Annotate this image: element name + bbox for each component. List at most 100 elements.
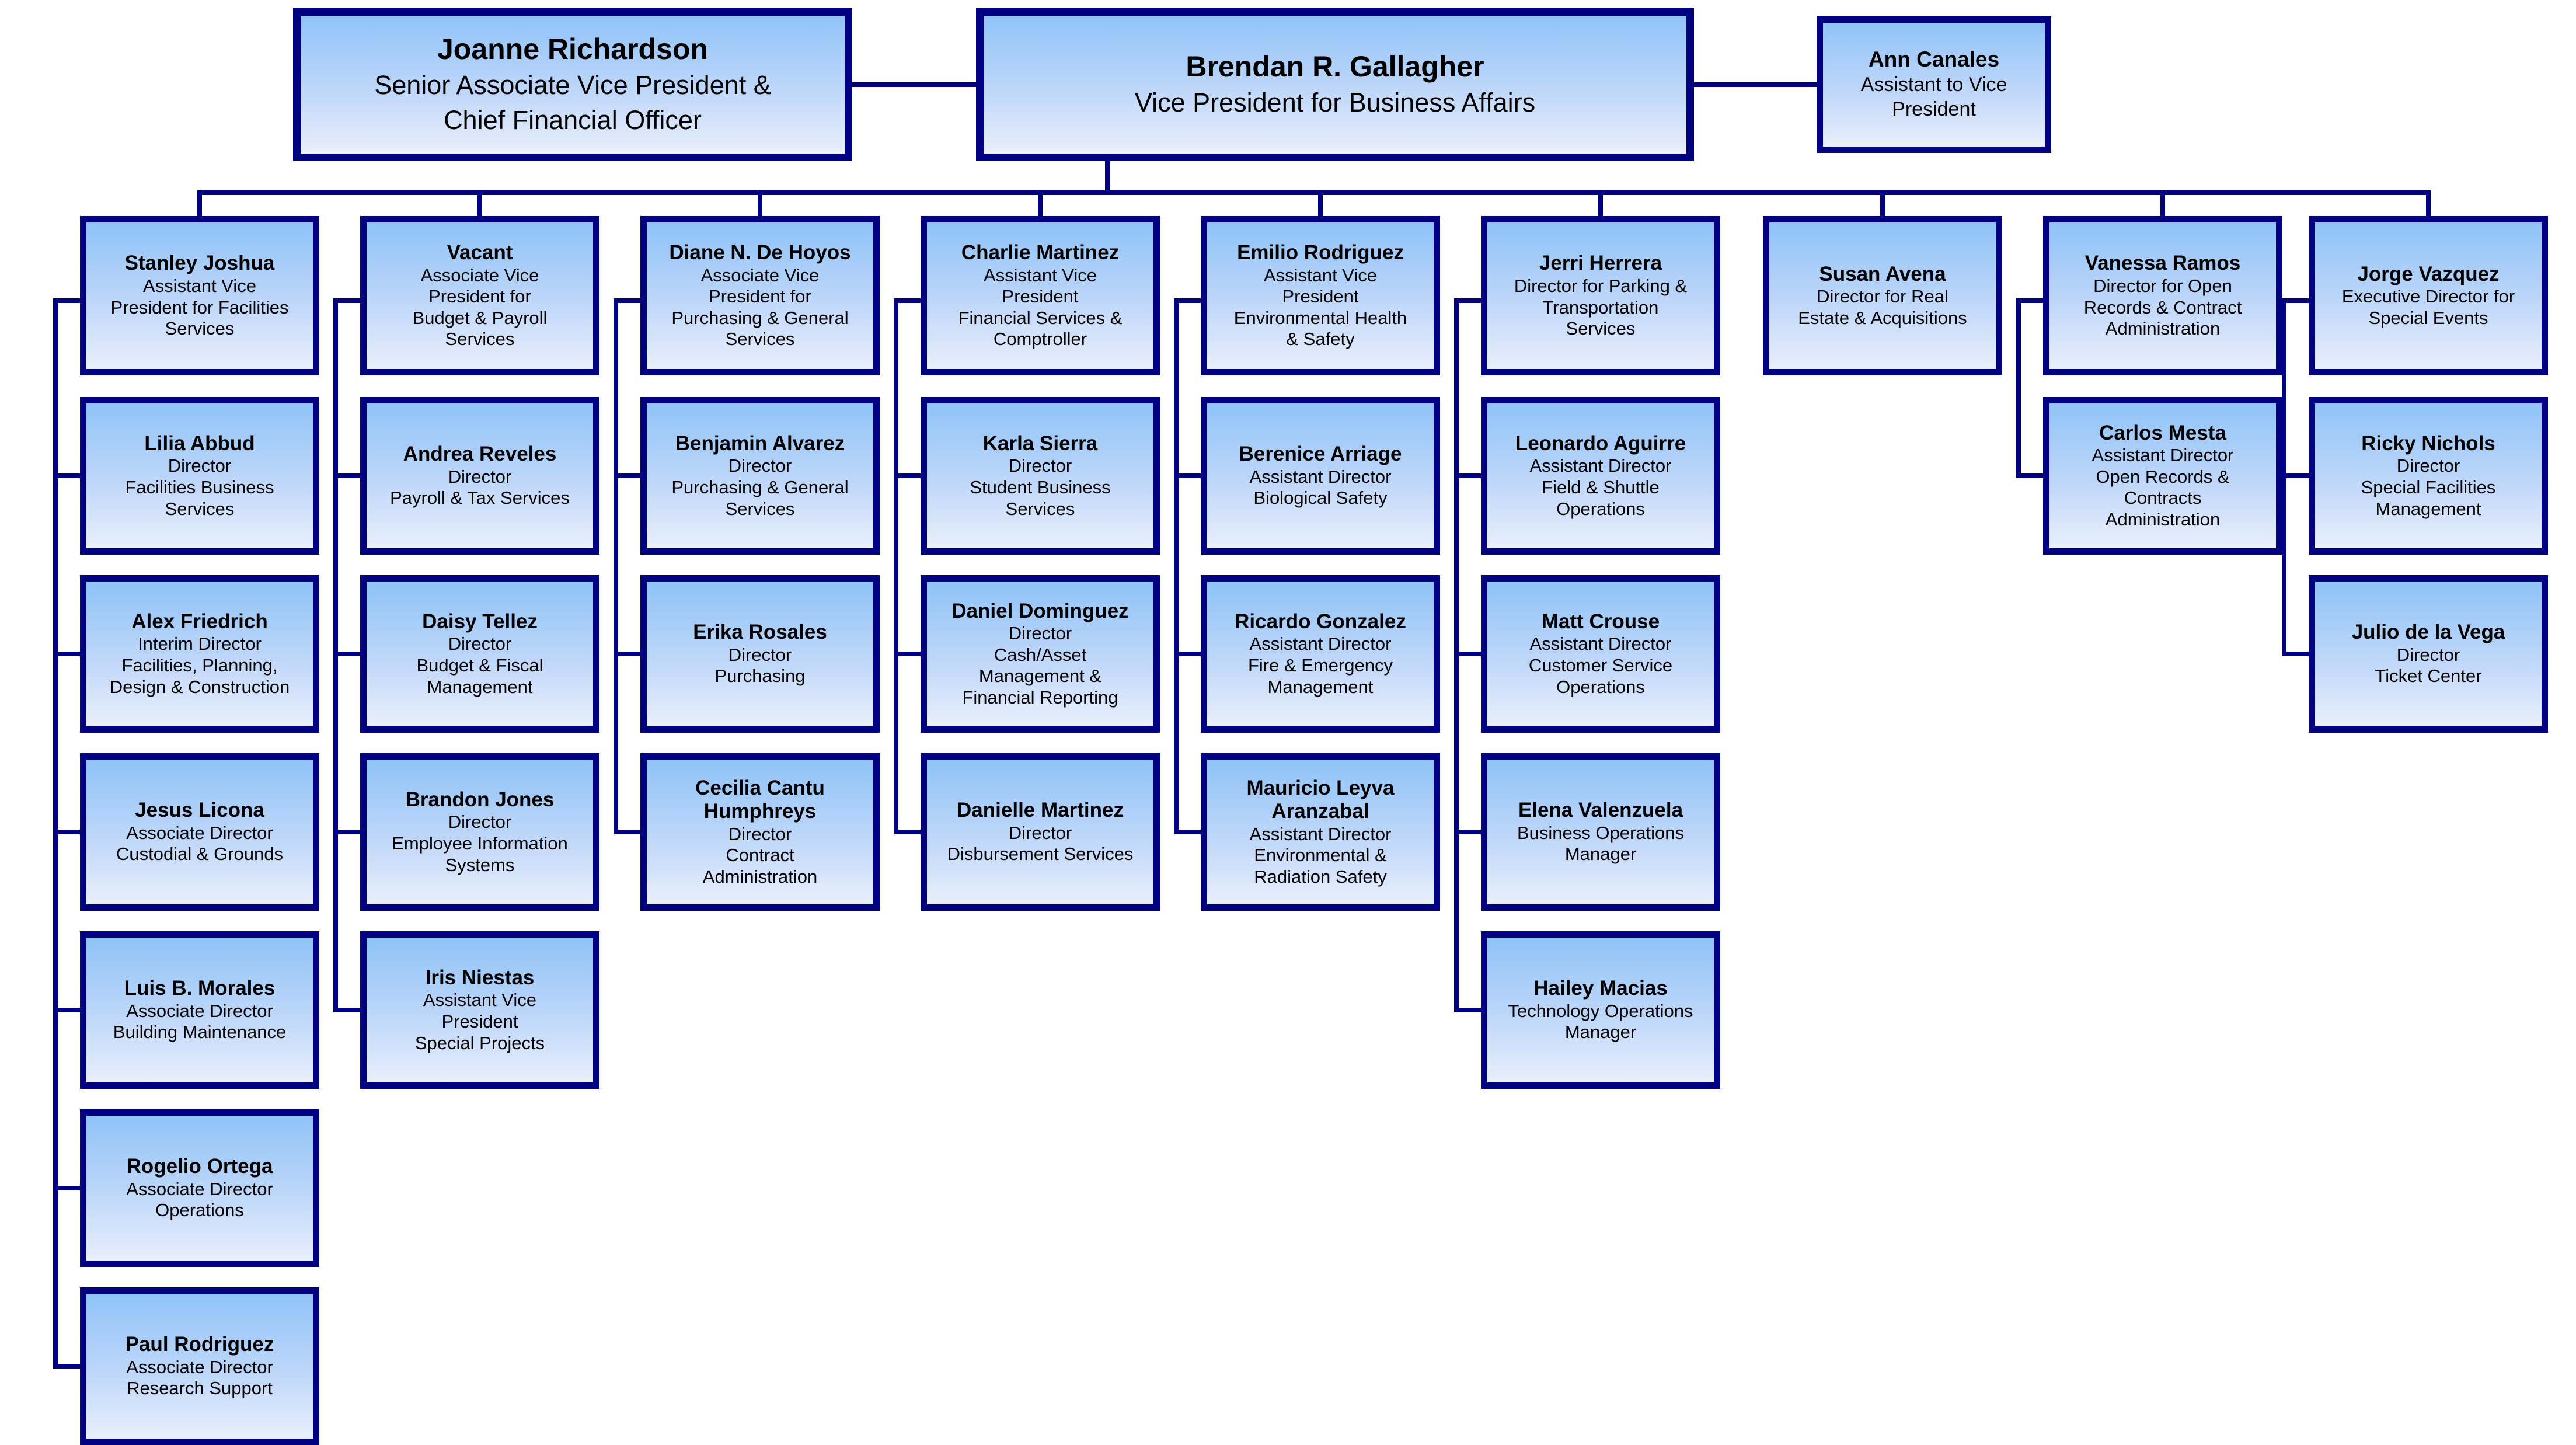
connector-line [1598, 190, 1603, 218]
person-name: Mauricio Leyva Aranzabal [1246, 776, 1395, 823]
org-box-ricky-nichols: Ricky Nichols Director Special Facilitie… [2309, 397, 2548, 555]
person-name: Iris Niestas [425, 966, 535, 989]
connector-line [336, 473, 360, 478]
person-title: Executive Director for Special Events [2341, 286, 2515, 328]
connector-line [55, 1008, 80, 1012]
person-title: Director Employee Information Systems [392, 812, 568, 875]
org-box-emilio-rodriguez: Emilio Rodriguez Assistant Vice Presiden… [1201, 216, 1440, 375]
connector-line [197, 190, 2431, 195]
org-box-danielle-martinez: Danielle Martinez Director Disbursement … [921, 753, 1160, 911]
person-title: Director Purchasing [714, 644, 806, 687]
org-box-charlie-martinez: Charlie Martinez Assistant Vice Presiden… [921, 216, 1160, 375]
connector-line [2019, 473, 2043, 478]
org-box-carlos-mesta: Carlos Mesta Assistant Director Open Rec… [2043, 397, 2282, 555]
person-name: Susan Avena [1819, 262, 1946, 285]
person-title: Director Facilities Business Services [125, 455, 274, 519]
person-title: Associate Director Operations [126, 1178, 273, 1221]
person-title: Assistant Director Field & Shuttle Opera… [1529, 455, 1672, 519]
org-box-hailey-macias: Hailey Macias Technology Operations Mana… [1481, 931, 1720, 1089]
org-box-benjamin-alvarez: Benjamin Alvarez Director Purchasing & G… [640, 397, 880, 555]
person-name: Jesus Licona [135, 799, 264, 822]
org-box-paul-rodriguez: Paul Rodriguez Associate Director Resear… [80, 1287, 319, 1445]
connector-line [55, 830, 80, 834]
person-name: Ann Canales [1868, 47, 2000, 72]
person-title: Associate Vice President for Budget & Pa… [412, 264, 548, 350]
person-name: Elena Valenzuela [1518, 799, 1683, 822]
person-title: Director for Real Estate & Acquisitions [1798, 286, 1967, 328]
connector-line [336, 1008, 360, 1012]
connector-line [758, 190, 762, 218]
org-box-jorge-vazquez: Jorge Vazquez Executive Director for Spe… [2309, 216, 2548, 375]
person-name: Charlie Martinez [961, 241, 1120, 264]
connector-line [896, 652, 921, 656]
org-box-alex-friedrich: Alex Friedrich Interim Director Faciliti… [80, 575, 319, 733]
person-title: Assistant Vice President Financial Servi… [958, 264, 1123, 350]
org-box-ann-canales: Ann Canales Assistant to Vice President [1817, 16, 2051, 153]
person-name: Cecilia Cantu Humphreys [695, 776, 825, 823]
org-box-daniel-dominguez: Daniel Dominguez Director Cash/Asset Man… [921, 575, 1160, 733]
person-title: Assistant Director Environmental & Radia… [1249, 823, 1392, 887]
org-box-rogelio-ortega: Rogelio Ortega Associate Director Operat… [80, 1109, 319, 1267]
person-title: Assistant Director Biological Safety [1249, 466, 1392, 509]
connector-line [1456, 298, 1481, 303]
person-name: Diane N. De Hoyos [669, 241, 851, 264]
connector-line [1174, 298, 1179, 834]
connector-line [1176, 830, 1201, 834]
person-name: Matt Crouse [1541, 610, 1660, 633]
person-name: Jorge Vazquez [2357, 262, 2500, 285]
connector-line [477, 190, 482, 218]
person-name: Joanne Richardson [437, 33, 708, 65]
org-box-jesus-licona: Jesus Licona Associate Director Custodia… [80, 753, 319, 911]
connector-line [1456, 652, 1481, 656]
person-title: Director Budget & Fiscal Management [416, 633, 543, 697]
person-name: Vanessa Ramos [2084, 252, 2241, 275]
person-name: Brendan R. Gallagher [1186, 50, 1484, 83]
org-box-julio-de-la-vega: Julio de la Vega Director Ticket Center [2309, 575, 2548, 733]
org-box-luis-b-morales: Luis B. Morales Associate Director Build… [80, 931, 319, 1089]
person-title: Assistant Director Fire & Emergency Mana… [1247, 633, 1393, 697]
person-name: Leonardo Aguirre [1515, 431, 1686, 455]
connector-line [614, 298, 618, 834]
connector-line [2426, 190, 2431, 218]
person-title: Director Student Business Services [970, 455, 1111, 519]
org-box-lilia-abbud: Lilia Abbud Director Facilities Business… [80, 397, 319, 555]
org-box-brandon-jones: Brandon Jones Director Employee Informat… [360, 753, 599, 911]
connector-line [1105, 159, 1110, 195]
connector-line [1880, 190, 1885, 218]
person-name: Alex Friedrich [131, 610, 268, 633]
connector-line [1038, 190, 1043, 218]
person-name: Paul Rodriguez [125, 1333, 274, 1356]
person-name: Ricardo Gonzalez [1235, 610, 1406, 633]
person-title: Interim Director Facilities, Planning, D… [109, 633, 290, 697]
org-box-karla-sierra: Karla Sierra Director Student Business S… [921, 397, 1160, 555]
connector-line [616, 652, 640, 656]
connector-line [616, 473, 640, 478]
person-title: Associate Director Research Support [126, 1356, 273, 1399]
person-name: Emilio Rodriguez [1237, 241, 1404, 264]
connector-line [616, 298, 640, 303]
connector-line [1176, 473, 1201, 478]
person-title: Assistant Director Customer Service Oper… [1528, 633, 1673, 697]
person-name: Andrea Reveles [403, 443, 557, 466]
person-name: Danielle Martinez [957, 799, 1124, 822]
connector-line [616, 830, 640, 834]
connector-line [2284, 298, 2309, 303]
connector-line [1456, 473, 1481, 478]
person-name: Benjamin Alvarez [675, 431, 845, 455]
org-box-cecilia-cantu: Cecilia Cantu Humphreys Director Contrac… [640, 753, 880, 911]
person-title: Director for Open Records & Contract Adm… [2083, 275, 2242, 339]
person-name: Luis B. Morales [124, 977, 276, 1000]
person-title: Director Ticket Center [2375, 644, 2482, 687]
person-title: Director Disbursement Services [947, 822, 1134, 865]
connector-line [2019, 298, 2043, 303]
person-title: Assistant Vice President Special Project… [414, 990, 545, 1053]
connector-line [197, 190, 202, 218]
person-title: Director Special Facilities Management [2361, 455, 2496, 519]
person-title: Technology Operations Manager [1508, 1000, 1693, 1043]
connector-line [2160, 190, 2165, 218]
connector-line [1318, 190, 1323, 218]
connector-line [55, 652, 80, 656]
person-name: Brandon Jones [405, 788, 555, 811]
connector-line [896, 830, 921, 834]
